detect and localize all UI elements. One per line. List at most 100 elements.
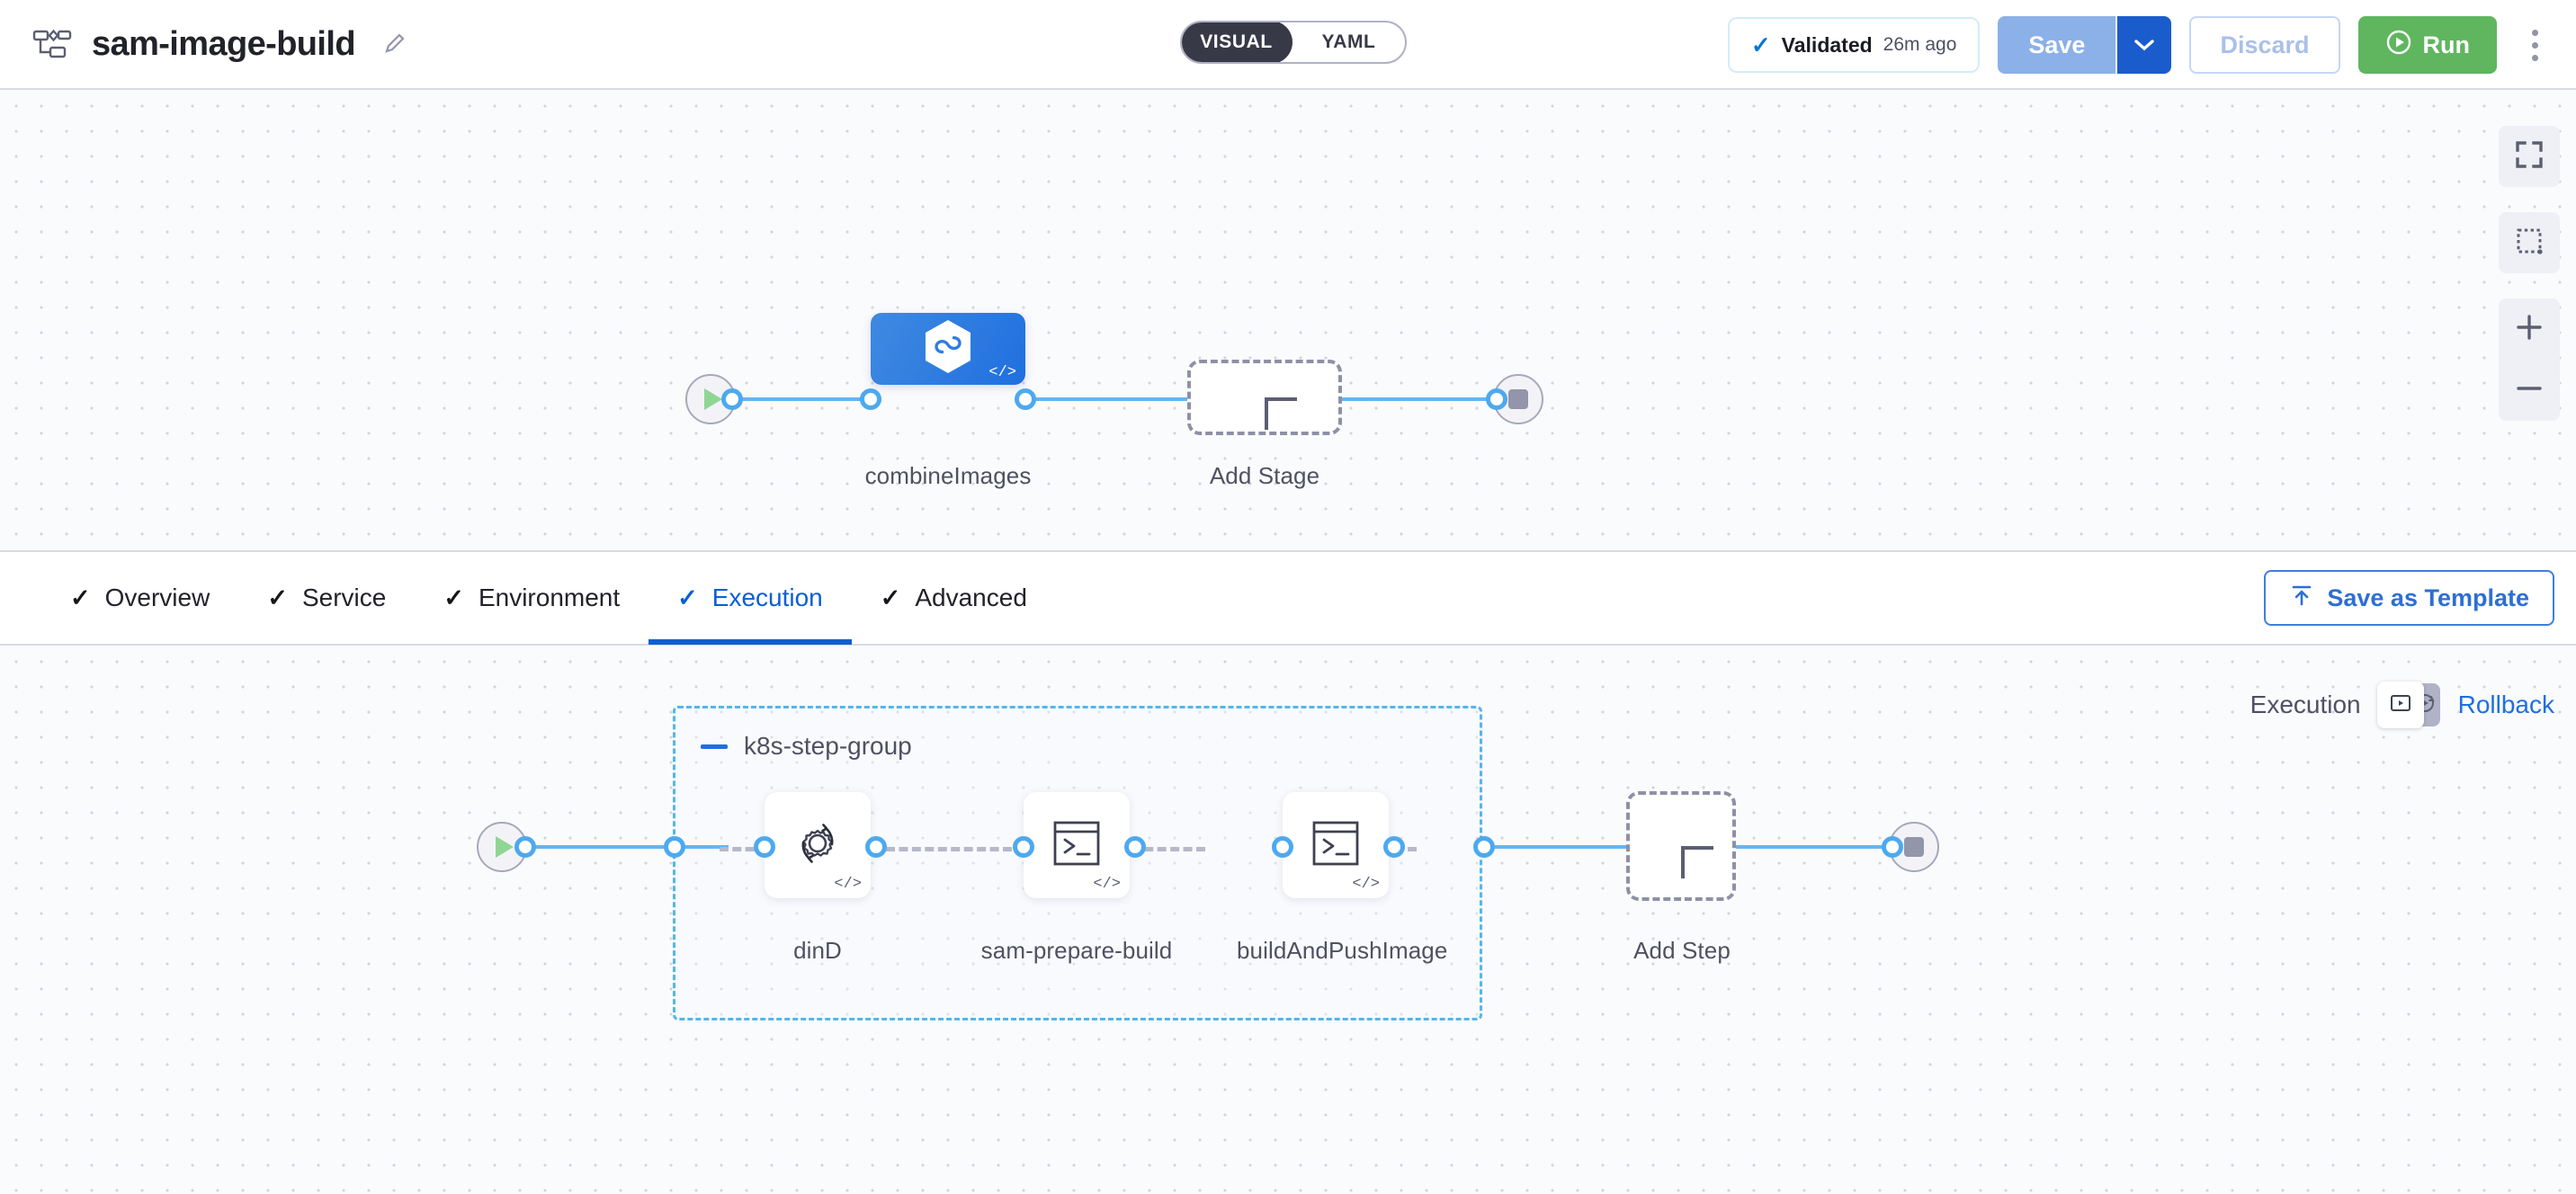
- step-group-out-port[interactable]: [1473, 836, 1495, 858]
- selection-box-button[interactable]: [2499, 212, 2560, 273]
- app-header: sam-image-build VISUAL YAML ✓ Validated …: [0, 0, 2576, 90]
- step-group-header: k8s-step-group: [701, 732, 912, 761]
- step-node-buildandpushimage[interactable]: </>: [1283, 792, 1389, 898]
- harness-hexagon-icon: [924, 319, 972, 379]
- add-step-label: Add Step: [1633, 937, 1731, 964]
- terminal-icon: [1051, 818, 1103, 873]
- start-play-icon: [496, 836, 514, 858]
- step-dind-in-port[interactable]: [754, 836, 775, 858]
- run-label: Run: [2422, 31, 2470, 58]
- zoom-out-button[interactable]: [2499, 360, 2560, 421]
- step-sam-in-port[interactable]: [1013, 836, 1034, 858]
- tab-label: Overview: [104, 584, 210, 611]
- stage-code-badge: </>: [988, 364, 1016, 381]
- play-circle-icon: [2385, 29, 2412, 62]
- collapse-minus-icon[interactable]: [701, 744, 728, 749]
- canvas-controls: [2499, 126, 2560, 421]
- save-button-group: Save: [1998, 16, 2172, 74]
- page-title: sam-image-build: [92, 24, 356, 63]
- pencil-icon[interactable]: [380, 31, 407, 58]
- step-end-port[interactable]: [1882, 836, 1903, 858]
- step-sam-out-port[interactable]: [1124, 836, 1146, 858]
- stage-node-out-port[interactable]: [1015, 388, 1036, 410]
- check-icon: ✓: [267, 584, 288, 611]
- save-dropdown-button[interactable]: [2115, 16, 2172, 74]
- tab-service[interactable]: ✓ Service: [238, 551, 415, 645]
- stage-start-port[interactable]: [721, 388, 743, 410]
- stage-canvas[interactable]: </> combineImages Add Stage: [0, 90, 2576, 552]
- tab-list: ✓ Overview ✓ Service ✓ Environment ✓ Exe…: [0, 551, 1056, 645]
- fit-to-screen-icon: [2514, 139, 2545, 174]
- step-node-sam-prepare-build[interactable]: </>: [1024, 792, 1130, 898]
- tab-label: Environment: [478, 584, 621, 611]
- switch-knob: [2376, 682, 2424, 728]
- check-icon: ✓: [70, 584, 91, 611]
- step-label-buildandpushimage: buildAndPushImage: [1237, 937, 1448, 964]
- rollback-tab[interactable]: Rollback: [2457, 691, 2554, 718]
- stage-node-combineimages[interactable]: </>: [871, 313, 1025, 385]
- tab-environment[interactable]: ✓ Environment: [415, 551, 648, 645]
- status-badge: ✓ Validated 26m ago: [1727, 17, 1981, 73]
- execution-label: Execution: [2250, 691, 2361, 718]
- step-edge-end: [1736, 845, 1889, 849]
- save-as-template-button[interactable]: Save as Template: [2264, 570, 2554, 626]
- step-code-badge: </>: [834, 876, 862, 893]
- toggle-yaml[interactable]: YAML: [1321, 31, 1376, 52]
- step-code-badge: </>: [1352, 876, 1380, 893]
- stage-node-in-port[interactable]: [860, 388, 881, 410]
- add-step-button[interactable]: [1626, 791, 1736, 901]
- header-left: sam-image-build: [0, 25, 407, 64]
- zoom-in-button[interactable]: [2499, 298, 2560, 360]
- save-as-template-label: Save as Template: [2327, 584, 2529, 611]
- stage-edge-start: [711, 397, 881, 401]
- stage-end-port[interactable]: [1486, 388, 1507, 410]
- step-code-badge: </>: [1093, 876, 1121, 893]
- stage-node-label: combineImages: [864, 462, 1032, 489]
- gear-refresh-icon: [790, 815, 845, 876]
- check-icon: ✓: [677, 584, 698, 611]
- fit-to-screen-button[interactable]: [2499, 126, 2560, 187]
- plus-icon: [2514, 312, 2545, 347]
- validated-timestamp: 26m ago: [1883, 34, 1957, 55]
- step-label-sam-prepare-build: sam-prepare-build: [980, 937, 1173, 964]
- zoom-controls: [2499, 298, 2560, 421]
- execution-canvas[interactable]: Execution: [0, 646, 2576, 1194]
- tab-overview[interactable]: ✓ Overview: [41, 551, 238, 645]
- tab-label: Advanced: [915, 584, 1027, 611]
- toggle-visual[interactable]: VISUAL: [1182, 22, 1292, 62]
- step-edge-g1: [886, 847, 1012, 851]
- execution-rollback-toggle: Execution: [2250, 682, 2554, 728]
- upload-template-icon: [2289, 583, 2314, 614]
- check-icon: ✓: [880, 584, 901, 611]
- discard-button[interactable]: Discard: [2189, 16, 2340, 74]
- end-stop-icon: [1904, 837, 1924, 857]
- save-button[interactable]: Save: [1998, 16, 2116, 74]
- pipeline-diagram-icon: [32, 26, 72, 62]
- step-edge-addstep: [1484, 845, 1628, 849]
- step-build-in-port[interactable]: [1272, 836, 1293, 858]
- terminal-icon: [1310, 818, 1362, 873]
- add-stage-button[interactable]: [1187, 360, 1342, 435]
- step-edge-start: [522, 845, 729, 849]
- stage-edge-1: [1034, 397, 1205, 401]
- run-button[interactable]: Run: [2357, 16, 2497, 74]
- header-actions: ✓ Validated 26m ago Save Discard: [1727, 0, 2554, 90]
- check-icon: ✓: [443, 584, 464, 611]
- stage-tabbar: ✓ Overview ✓ Service ✓ Environment ✓ Exe…: [0, 552, 2576, 646]
- start-play-icon: [704, 388, 722, 410]
- step-start-port[interactable]: [514, 836, 536, 858]
- step-group-in-port[interactable]: [664, 836, 685, 858]
- view-mode-toggle[interactable]: VISUAL YAML: [1180, 21, 1407, 64]
- step-node-dind[interactable]: </>: [765, 792, 871, 898]
- kebab-menu-icon[interactable]: [2515, 16, 2554, 74]
- step-group-title: k8s-step-group: [744, 732, 912, 760]
- tab-advanced[interactable]: ✓ Advanced: [852, 551, 1056, 645]
- add-stage-label: Add Stage: [1209, 462, 1320, 489]
- step-dind-out-port[interactable]: [865, 836, 887, 858]
- step-build-out-port[interactable]: [1383, 836, 1405, 858]
- execution-mode-switch[interactable]: [2376, 682, 2440, 728]
- tab-label: Service: [301, 584, 387, 611]
- tab-label: Execution: [711, 584, 823, 611]
- tab-execution[interactable]: ✓ Execution: [648, 551, 852, 645]
- minus-icon: [2514, 373, 2545, 408]
